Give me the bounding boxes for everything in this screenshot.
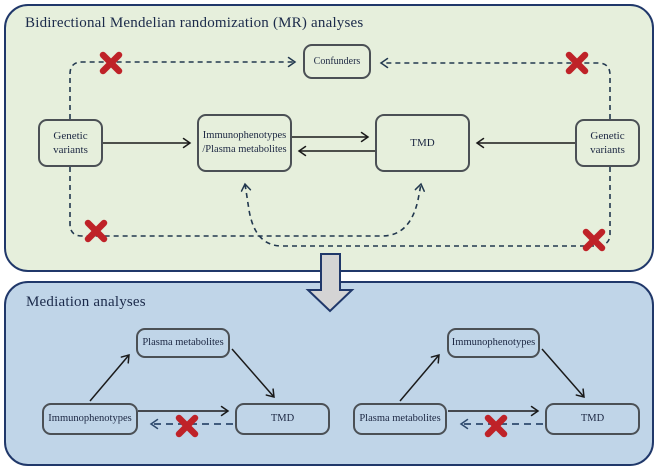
- immuno-mediator-label: Immunophenotypes: [451, 337, 536, 349]
- exposure-node: Immunophenotypes /Plasma metabolites: [197, 114, 292, 172]
- genetic-left-label-line1: Genetic: [53, 129, 88, 142]
- tmd-outcome-right-label: TMD: [580, 413, 605, 425]
- plasma-mediator-label: Plasma metabolites: [142, 337, 224, 349]
- tmd-outcome-left-label: TMD: [270, 413, 295, 425]
- tmd-label: TMD: [410, 136, 435, 149]
- mr-panel-title: Bidirectional Mendelian randomization (M…: [25, 15, 364, 31]
- confounders-node: Confunders: [303, 44, 371, 79]
- dashed-geneticleft-to-confounders: [69, 56, 297, 119]
- exposure-label-line2: /Plasma metabolites: [202, 144, 287, 155]
- arrow-plasma-to-tmd-left: [231, 348, 275, 398]
- arrow-plasma-to-immuno-right: [399, 353, 440, 402]
- plasma-metabolites-mediator-node: Plasma metabolites: [136, 328, 230, 358]
- genetic-right-label-line2: variants: [590, 144, 625, 156]
- plasma-metabolites-exposure-node: Plasma metabolites: [353, 403, 447, 435]
- genetic-variants-right-node: Genetic variants: [575, 119, 640, 167]
- plasma-exposure-label: Plasma metabolites: [359, 413, 441, 425]
- tmd-outcome-left-node: TMD: [235, 403, 330, 435]
- genetic-variants-left-node: Genetic variants: [38, 119, 103, 167]
- dashed-geneticright-to-confounders: [379, 57, 611, 119]
- arrow-immuno-to-plasma-left: [89, 353, 130, 402]
- genetic-left-label-line2: variants: [53, 144, 88, 156]
- immunophenotypes-mediator-node: Immunophenotypes: [447, 328, 540, 358]
- genetic-right-label-line1: Genetic: [590, 129, 625, 142]
- tmd-outcome-right-node: TMD: [545, 403, 640, 435]
- arrow-immuno-to-tmd-right: [541, 348, 585, 398]
- mediation-panel-title: Mediation analyses: [26, 294, 146, 310]
- confounders-label: Confunders: [313, 56, 361, 67]
- tmd-node: TMD: [375, 114, 470, 172]
- red-x-icon: [565, 51, 589, 75]
- dashed-geneticleft-to-tmd: [69, 167, 425, 237]
- immuno-exposure-label: Immunophenotypes: [48, 413, 132, 425]
- red-x-icon: [582, 228, 606, 252]
- exposure-label-line1: Immunophenotypes: [202, 130, 287, 142]
- red-x-icon: [99, 51, 123, 75]
- red-x-icon: [175, 414, 199, 438]
- immunophenotypes-exposure-node: Immunophenotypes: [42, 403, 138, 435]
- down-arrow-icon: [305, 253, 355, 313]
- red-x-icon: [484, 414, 508, 438]
- dashed-geneticright-to-exposure: [240, 167, 611, 247]
- red-x-icon: [84, 219, 108, 243]
